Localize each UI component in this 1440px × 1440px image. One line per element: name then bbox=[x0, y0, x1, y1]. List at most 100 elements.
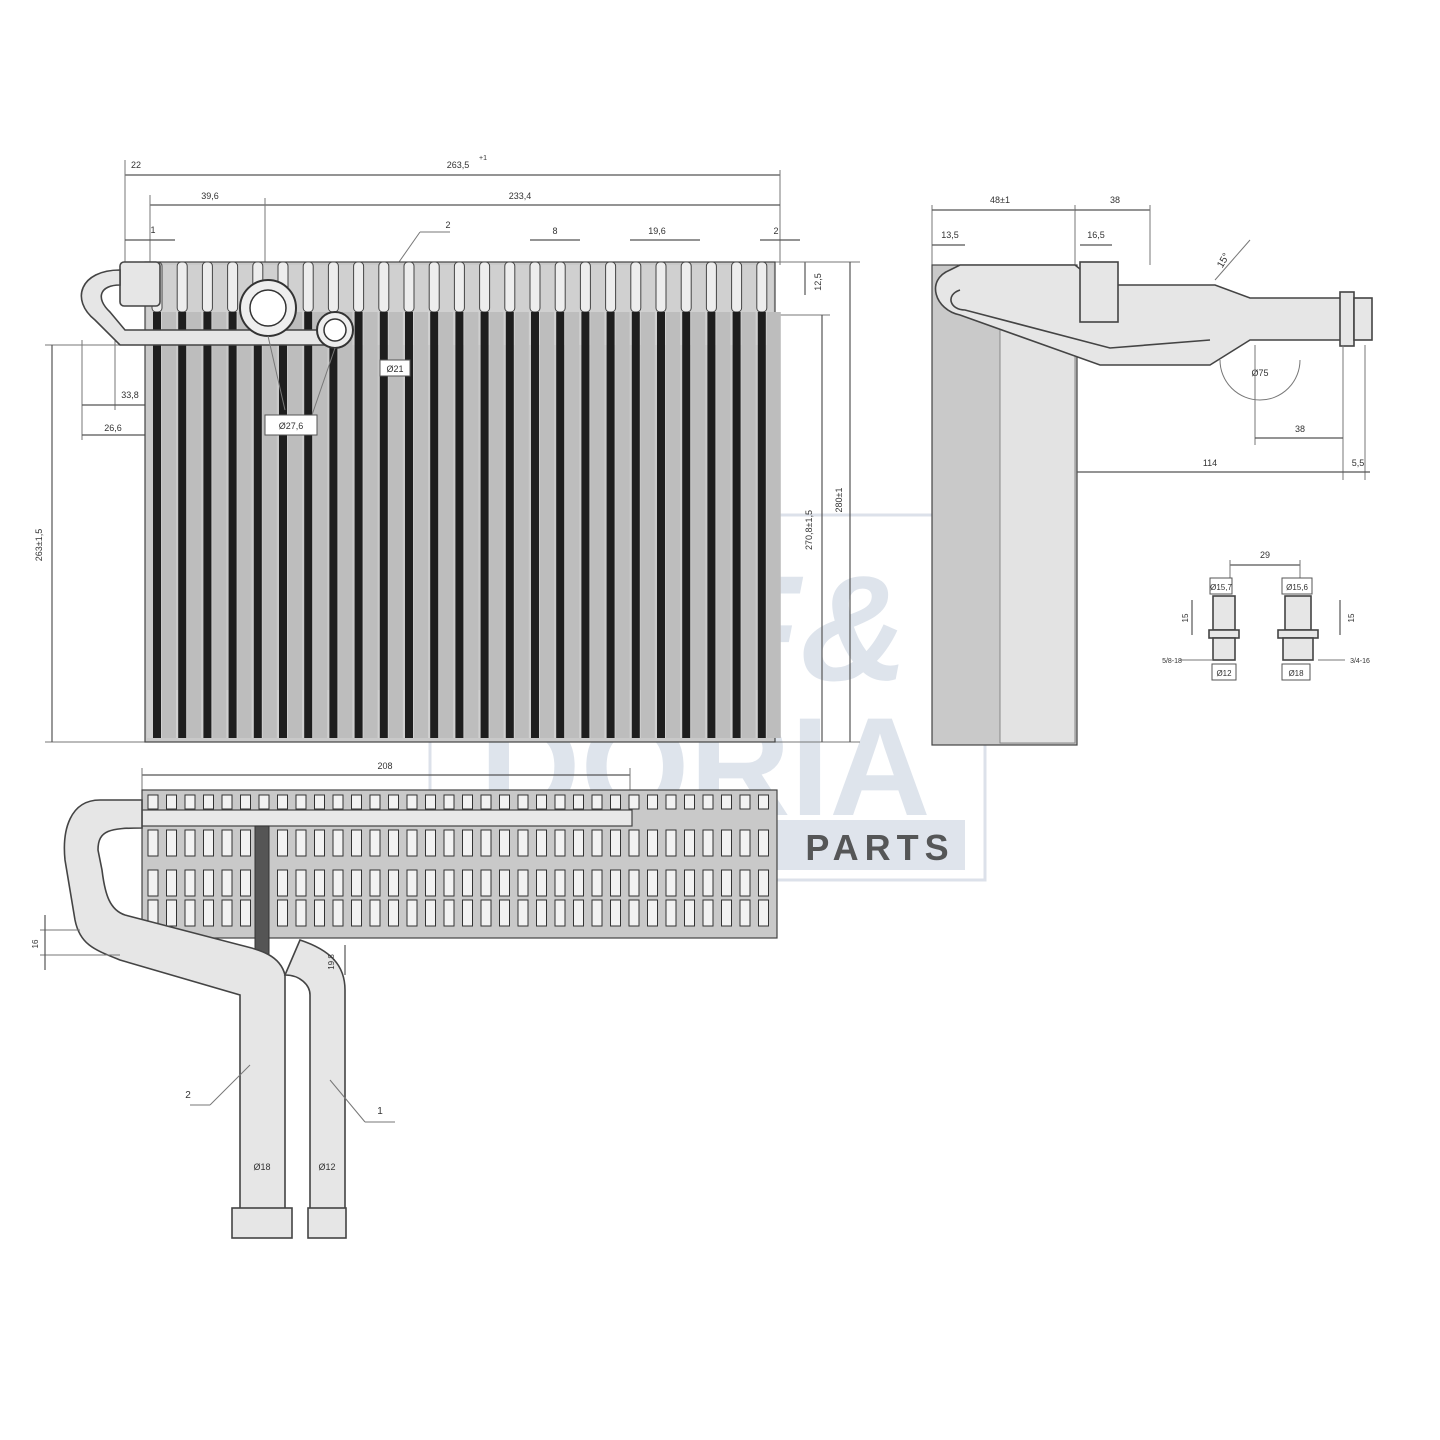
fin-gap bbox=[565, 312, 580, 738]
bottom-fin-cell bbox=[684, 869, 695, 897]
bottom-pipe-right-dia: Ø12 bbox=[318, 1162, 335, 1172]
fin-tube bbox=[455, 312, 464, 738]
bottom-fin-cell bbox=[610, 899, 621, 927]
bottom-fin-cell bbox=[665, 869, 677, 897]
fin-gap bbox=[716, 312, 731, 738]
bottom-fin-cell bbox=[425, 869, 436, 897]
bottom-fin-cell bbox=[425, 829, 436, 857]
fin-cap bbox=[201, 261, 213, 313]
dim-pitch: 8 bbox=[552, 226, 557, 236]
fin-cap bbox=[227, 261, 239, 313]
bottom-fin-cell bbox=[647, 869, 658, 897]
bottom-fin-cell bbox=[554, 869, 566, 897]
fin-gap bbox=[388, 312, 403, 738]
bottom-fin-cell bbox=[443, 899, 455, 927]
side-view: 48±1 38 13,5 16,5 15° Ø75 38 114 5,5 bbox=[931, 195, 1373, 746]
fin-cap bbox=[378, 261, 390, 313]
fin-cap bbox=[605, 261, 617, 313]
bottom-fin-cell bbox=[203, 829, 214, 857]
fin-cap bbox=[353, 261, 365, 313]
fin-tube bbox=[732, 312, 741, 738]
fin-tube bbox=[153, 312, 161, 738]
bottom-fin-cell bbox=[462, 899, 473, 927]
bottom-fin-cell bbox=[295, 829, 307, 857]
bottom-fin-cell bbox=[591, 829, 603, 857]
fitting-left-dia-bottom: Ø12 bbox=[1216, 669, 1232, 678]
bottom-fin-cell bbox=[628, 829, 640, 857]
fin-gap bbox=[237, 312, 252, 738]
fin-cap bbox=[403, 261, 415, 313]
fin-tube bbox=[682, 312, 691, 738]
bottom-fin-cell bbox=[554, 829, 566, 857]
fin-tube bbox=[581, 312, 590, 738]
bottom-fin-cell bbox=[499, 899, 510, 927]
fin-tube bbox=[430, 312, 439, 738]
bottom-fin-cell bbox=[443, 829, 455, 857]
bottom-fin-cell bbox=[517, 794, 529, 810]
dim-horizontal-2: 114 bbox=[1203, 458, 1217, 468]
bottom-fin-cell bbox=[665, 829, 677, 857]
bottom-fin-cell bbox=[573, 794, 584, 810]
bottom-fin-cell bbox=[610, 869, 621, 897]
bottom-fin-cell bbox=[203, 899, 214, 927]
bottom-fin-cell bbox=[332, 869, 344, 897]
bottom-fin-cell bbox=[369, 794, 381, 810]
fin-cap bbox=[579, 261, 591, 313]
dim-19: 19,6 bbox=[648, 226, 666, 236]
bottom-fin-cell bbox=[536, 794, 547, 810]
fitting-right-dia-top: Ø15,6 bbox=[1286, 583, 1308, 592]
fin-tube bbox=[606, 312, 615, 738]
bottom-dim-right-small: 19,8 bbox=[327, 954, 336, 970]
bottom-fin-cell bbox=[184, 869, 196, 897]
fin-tube bbox=[329, 312, 338, 738]
dim-port-dia: Ø27,6 bbox=[279, 421, 304, 431]
fitting-spacing: 29 bbox=[1260, 550, 1270, 560]
bottom-fin-cell bbox=[166, 869, 177, 897]
bottom-fin-cell bbox=[221, 869, 233, 897]
fin-tube bbox=[757, 312, 766, 738]
dim-height-mid: 270,8±1,5 bbox=[804, 510, 814, 550]
bottom-fin-cell bbox=[184, 899, 196, 927]
bottom-fin-cell bbox=[684, 829, 695, 857]
bottom-callout-2: 2 bbox=[185, 1090, 191, 1101]
bottom-fin-cell bbox=[351, 869, 362, 897]
bottom-fin-cell bbox=[147, 869, 159, 897]
bottom-fin-cell bbox=[536, 869, 547, 897]
fin-tube bbox=[657, 312, 665, 738]
fin-gap bbox=[590, 312, 605, 738]
fin-tube bbox=[228, 312, 237, 738]
fitting-right-dia-bottom: Ø18 bbox=[1288, 669, 1304, 678]
dim-vertical-end: 5,5 bbox=[1352, 458, 1365, 468]
bottom-fin-cell bbox=[388, 794, 399, 810]
bottom-fin-cell bbox=[184, 794, 196, 810]
dim-angle: 15° bbox=[1215, 251, 1232, 270]
bottom-fin-cell bbox=[369, 829, 381, 857]
dim-pipe-offset: 39,6 bbox=[201, 191, 219, 201]
dim-radius: Ø75 bbox=[1251, 368, 1268, 378]
dim-pipe-y: 26,6 bbox=[104, 423, 122, 433]
fin-tube bbox=[354, 312, 363, 738]
callout-2: 2 bbox=[445, 220, 450, 230]
bottom-fin-cell bbox=[665, 794, 677, 810]
fin-gap bbox=[640, 312, 655, 738]
bottom-fin-cell bbox=[443, 794, 455, 810]
bottom-fin-cell bbox=[351, 794, 362, 810]
bottom-fin-cell bbox=[517, 869, 529, 897]
bottom-fin-cell bbox=[721, 869, 732, 897]
bottom-fin-cell bbox=[277, 794, 288, 810]
fin-gap bbox=[414, 312, 428, 738]
dim-pipe-x: 33,8 bbox=[121, 390, 139, 400]
bottom-fin-cell bbox=[166, 829, 177, 857]
fin-gap bbox=[363, 312, 378, 738]
fin-cap bbox=[731, 261, 743, 313]
fin-gap bbox=[489, 312, 504, 738]
bottom-fin-cell bbox=[351, 829, 362, 857]
bottom-fin-cell bbox=[277, 829, 288, 857]
fin-gap bbox=[514, 312, 529, 738]
fin-gap bbox=[439, 312, 454, 738]
fin-gap bbox=[540, 312, 554, 738]
bottom-fin-cell bbox=[721, 899, 732, 927]
bottom-fin-cell bbox=[610, 794, 621, 810]
dim-right-top: 12,5 bbox=[813, 273, 823, 291]
